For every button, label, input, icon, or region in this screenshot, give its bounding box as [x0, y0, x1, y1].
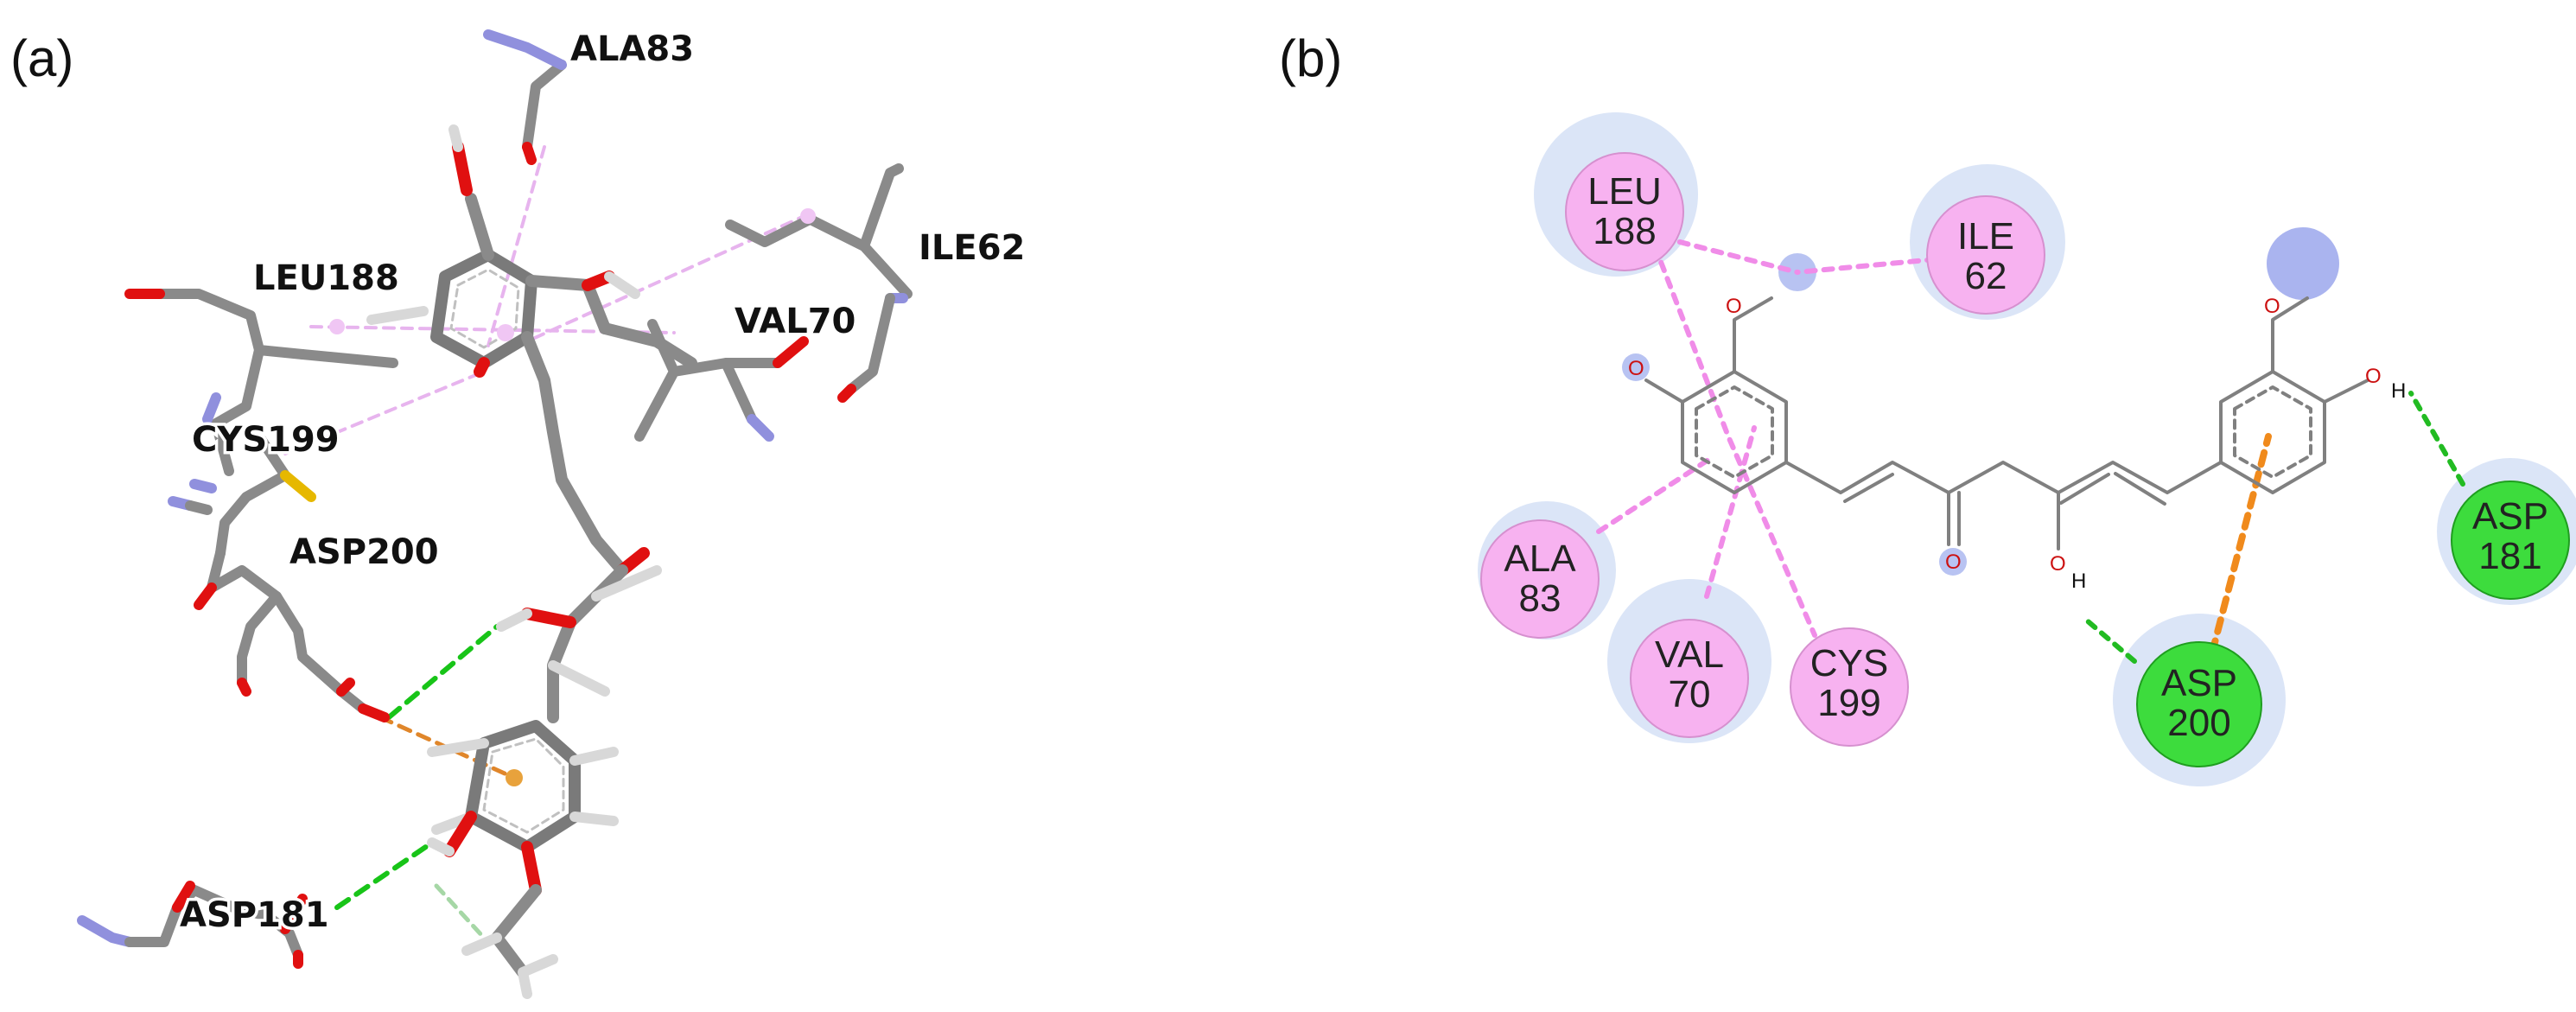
panel-b: (b) [1279, 29, 2576, 786]
svg-text:ASP: ASP [2161, 662, 2237, 704]
carbon-hbond-line [434, 883, 487, 940]
panel-b-label: (b) [1279, 29, 1342, 87]
hbond-line-asp181 [334, 840, 435, 910]
ring-centroid-top [497, 324, 514, 341]
oxygen-label: O [2365, 365, 2382, 388]
residue-leu188-sticks [124, 289, 398, 476]
residue-asp181: ASP 181 [2451, 481, 2570, 600]
svg-text:ALA: ALA [1504, 538, 1576, 580]
atom-halos [1622, 227, 2339, 576]
protein-residues-3d [77, 29, 913, 969]
label-cys199: CYS199 [192, 420, 340, 460]
svg-text:200: 200 [2167, 702, 2230, 744]
residue-leu188: LEU 188 [1565, 152, 1684, 271]
label-val70: VAL70 [735, 302, 855, 341]
residue-cys199: CYS 199 [1790, 627, 1909, 747]
residue-ala83: ALA 83 [1480, 519, 1600, 639]
label-ala83: ALA83 [570, 29, 694, 69]
line-ala83-ring [1596, 455, 1714, 534]
oxygen-label: O [2264, 295, 2280, 318]
ring-centroid-bottom [506, 769, 523, 786]
svg-text:188: 188 [1593, 210, 1656, 252]
svg-text:ILE: ILE [1957, 215, 2014, 258]
svg-text:70: 70 [1669, 673, 1711, 716]
oxygen-label: O [1726, 295, 1742, 318]
residue-ile62: ILE 62 [1926, 195, 2045, 315]
svg-text:62: 62 [1965, 255, 2007, 297]
hbond-line-asp200 [386, 624, 499, 720]
svg-text:199: 199 [1817, 682, 1880, 724]
oxygen-label: O [2050, 552, 2066, 576]
residue-asp200: ASP 200 [2136, 641, 2262, 767]
label-ile62: ILE62 [919, 228, 1025, 268]
residue-discs: LEU 188 ILE 62 ALA 83 VAL 70 CYS 199 [1480, 152, 2570, 767]
hydrogen-label: H [2391, 379, 2406, 403]
line-leu188-ring [1652, 244, 1817, 638]
svg-text:ASP: ASP [2472, 495, 2548, 538]
svg-text:181: 181 [2478, 535, 2541, 577]
residue-asp181-sticks [77, 881, 308, 969]
pi-alkyl-line-ile62 [525, 213, 810, 343]
line-asp181-hbond [2408, 391, 2465, 487]
ligand-2d [1644, 296, 2369, 551]
oxygen-label: O [1628, 357, 1644, 380]
pi-alkyl-line-leu188 [309, 325, 676, 334]
label-asp200: ASP200 [289, 532, 439, 572]
residue-val70: VAL 70 [1630, 619, 1749, 738]
residue-asp200-sticks [189, 479, 390, 722]
residue-ala83-sticks [483, 29, 567, 165]
residue-labels-3d: ALA83 ILE62 LEU188 VAL70 CYS199 ASP200 A… [177, 27, 1028, 939]
hydrogen-label: H [2071, 570, 2086, 593]
residue-ile62-sticks [725, 163, 913, 403]
label-asp181: ASP181 [180, 895, 329, 935]
ligand-3d [329, 124, 816, 999]
line-ile62-methoxy [1795, 257, 1938, 275]
residue-cys199-sticks [168, 431, 316, 558]
label-leu188: LEU188 [253, 258, 399, 298]
panel-a-label: (a) [10, 29, 73, 87]
line-val70-ring [1704, 425, 1757, 599]
ligand-atom-labels: O O O O O O H H [1628, 295, 2406, 593]
svg-text:CYS: CYS [1810, 642, 1888, 684]
pi-alkyl-line-cys199 [283, 370, 486, 455]
oxygen-label: O [1945, 551, 1962, 574]
svg-text:83: 83 [1519, 577, 1562, 620]
line-asp200-pi-anion [2209, 433, 2272, 656]
line-asp200-hbond [2084, 618, 2137, 664]
svg-text:LEU: LEU [1587, 170, 1662, 213]
svg-text:VAL: VAL [1655, 633, 1724, 676]
panel-a: (a) [10, 27, 1028, 999]
pi-alkyl-line-ala83 [487, 145, 546, 347]
